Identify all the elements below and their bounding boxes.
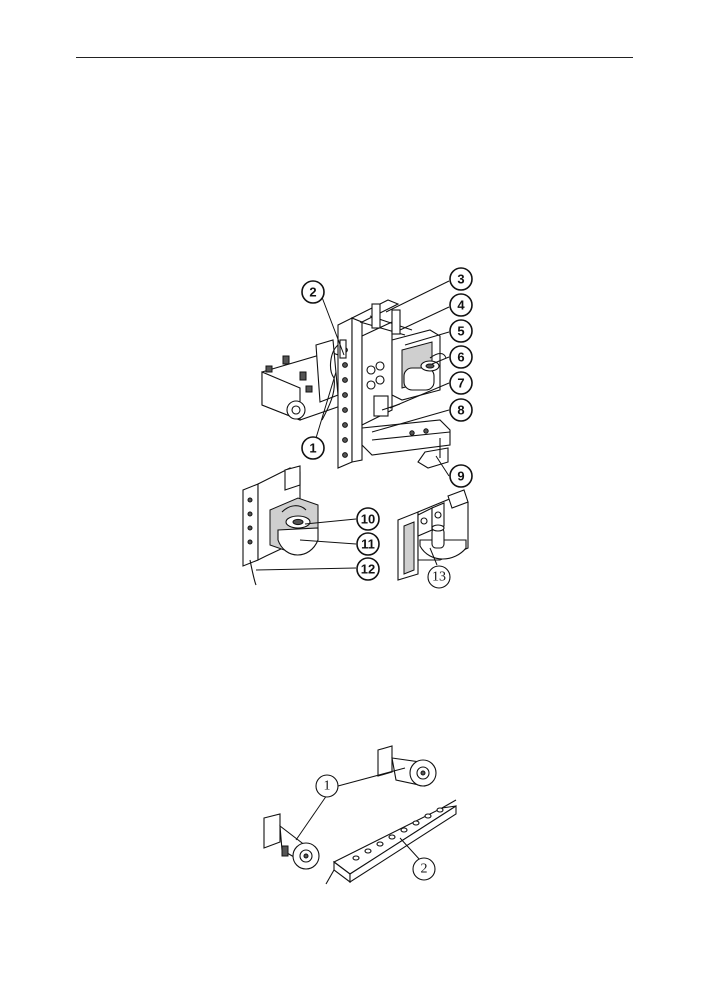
callout-7: 7 <box>449 371 473 395</box>
leader-lines-bottom <box>295 767 421 861</box>
callout-1: 1 <box>301 436 325 460</box>
callout-bottom-2: 2 <box>412 857 436 881</box>
svg-text:6: 6 <box>457 350 464 365</box>
callout-10: 10 <box>356 507 380 531</box>
tow-hitch-assembly <box>261 299 451 469</box>
svg-text:5: 5 <box>457 324 464 339</box>
svg-text:7: 7 <box>457 376 464 391</box>
callout-3: 3 <box>449 267 473 291</box>
callout-12: 12 <box>356 557 380 581</box>
svg-text:12: 12 <box>361 562 375 577</box>
drawbar-links-assembly <box>263 745 457 885</box>
svg-text:3: 3 <box>457 272 464 287</box>
callout-13: 13 <box>427 565 451 589</box>
hook-assembly <box>242 465 319 586</box>
callout-11: 11 <box>356 532 380 556</box>
callout-2: 2 <box>301 280 325 304</box>
svg-text:8: 8 <box>457 403 464 418</box>
callout-4: 4 <box>449 293 473 317</box>
callout-6: 6 <box>449 345 473 369</box>
svg-text:4: 4 <box>457 298 465 313</box>
drawbar-holes <box>352 807 444 861</box>
svg-text:11: 11 <box>361 537 375 552</box>
svg-text:1: 1 <box>324 779 331 794</box>
callout-5: 5 <box>449 319 473 343</box>
coupling-jaw <box>397 489 469 581</box>
callout-8: 8 <box>449 398 473 422</box>
svg-text:1: 1 <box>309 441 316 456</box>
svg-text:2: 2 <box>309 285 316 300</box>
svg-text:2: 2 <box>421 862 428 877</box>
svg-text:10: 10 <box>361 512 375 527</box>
svg-text:9: 9 <box>457 469 464 484</box>
callout-bottom-1: 1 <box>315 774 339 798</box>
leader-lines-top <box>255 280 450 571</box>
callout-9: 9 <box>449 464 473 488</box>
svg-text:13: 13 <box>432 570 446 585</box>
header-rule <box>76 57 633 58</box>
